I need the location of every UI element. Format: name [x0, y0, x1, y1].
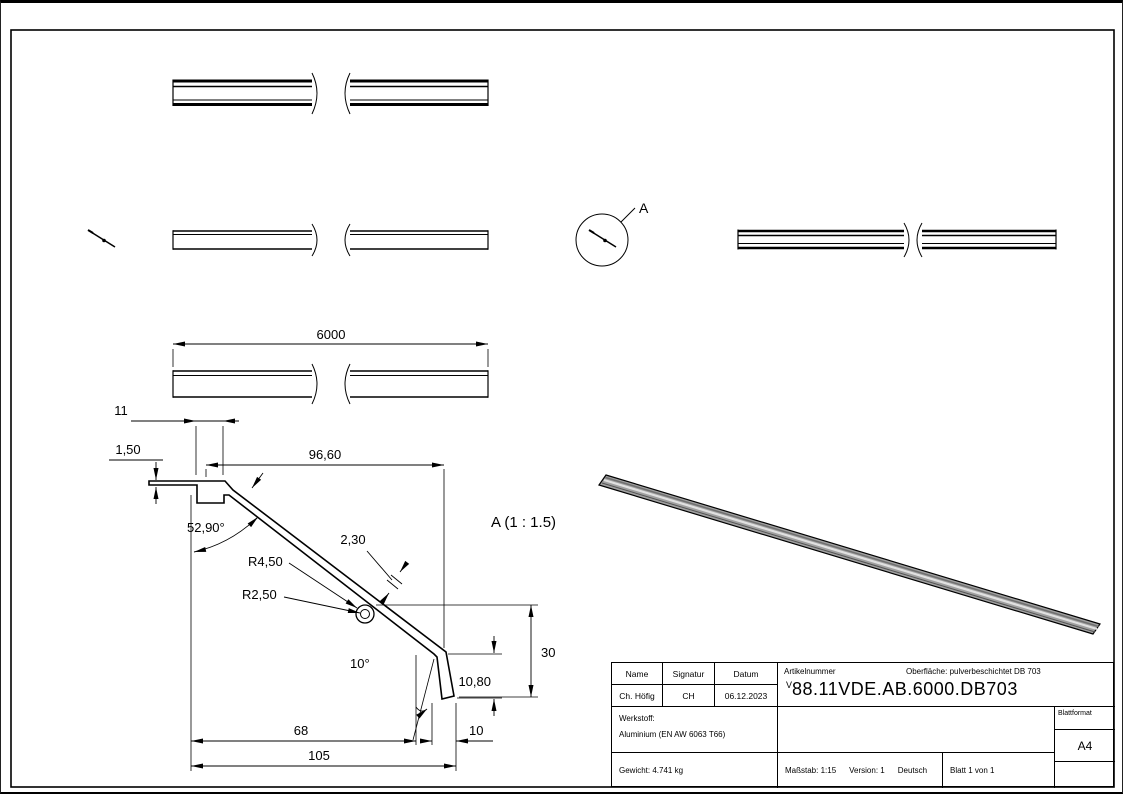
material-cell: Werkstoff: Aluminium (EN AW 6063 T66)	[612, 707, 778, 753]
extension-lines	[190, 426, 538, 771]
material-value: Aluminium (EN AW 6063 T66)	[619, 730, 726, 739]
sheet-format-value: A4	[1055, 730, 1115, 762]
article-number-label: Artikelnummer	[784, 667, 836, 676]
bulb-inner-circle	[360, 609, 370, 619]
dim-top-width: 96,60	[309, 447, 342, 462]
drawing-frame	[10, 29, 1115, 788]
dim-radius-inner: R2,50	[242, 587, 277, 602]
bulb-outer-circle	[355, 604, 375, 624]
profile-outline	[148, 480, 455, 700]
dim-hook-width: 11	[114, 403, 128, 418]
detail-view: 11 1,50 96,60 52,90° 2,30 R4,50 R	[109, 403, 556, 771]
header-name: Name	[612, 663, 663, 685]
dim-material-thickness: 2,30	[340, 532, 365, 547]
dim-length: 6000	[317, 327, 346, 342]
break-lines	[311, 363, 351, 405]
value-signature: CH	[663, 685, 715, 707]
break-lines	[903, 222, 923, 258]
weight-cell: Gewicht: 4.741 kg	[612, 753, 778, 788]
header-signature: Signatur	[663, 663, 715, 685]
bulb-dot	[603, 238, 607, 243]
section-profile-left	[87, 229, 116, 248]
detail-circle: A	[575, 200, 649, 267]
view-top	[172, 72, 489, 115]
detail-view-title: A (1 : 1.5)	[491, 514, 556, 531]
detail-circle-label: A	[639, 200, 649, 216]
part-number-prefix: V	[786, 680, 793, 690]
view-bottom: 6000	[172, 327, 489, 405]
article-number-cell: Artikelnummer Oberfläche: pulverbeschich…	[778, 663, 1115, 707]
sheet-number-cell: Blatt 1 von 1	[943, 753, 1055, 788]
dim-foot-angle: 10°	[350, 656, 370, 671]
iso-view	[598, 474, 1101, 635]
material-label: Werkstoff:	[619, 714, 655, 723]
empty-cell	[778, 707, 1055, 753]
break-lines	[311, 223, 351, 257]
dim-width-partial: 68	[294, 723, 308, 738]
scale-cell: Maßstab: 1:15 Version: 1 Deutsch	[778, 753, 943, 788]
view-front	[172, 223, 489, 257]
header-date: Datum	[715, 663, 778, 685]
part-number: V88.11VDE.AB.6000.DB703	[786, 679, 1018, 700]
dim-lip-thickness: 1,50	[115, 442, 140, 457]
surface-label: Oberfläche: pulverbeschichtet DB 703	[906, 667, 1041, 676]
dim-radius-outer: R4,50	[248, 554, 283, 569]
value-name: Ch. Höfig	[612, 685, 663, 707]
dim-foot-height: 10,80	[458, 674, 491, 689]
sheet-format-label: Blattformat	[1055, 707, 1115, 730]
title-block: Name Signatur Datum Artikelnummer Oberfl…	[611, 662, 1115, 788]
part-number-value: 88.11VDE.AB.6000.DB703	[792, 679, 1018, 699]
version-value: Version: 1	[849, 766, 885, 775]
break-lines	[311, 72, 351, 115]
dim-height: 30	[541, 645, 555, 660]
dim-width-total: 105	[308, 748, 330, 763]
drawing-canvas: A 6000	[10, 29, 1115, 788]
language-value: Deutsch	[897, 766, 928, 775]
scale-value: Maßstab: 1:15	[785, 766, 837, 775]
bulb-dot	[102, 238, 106, 243]
view-rear	[737, 222, 1057, 258]
dim-slope-angle: 52,90°	[187, 520, 225, 535]
dim-foot-width: 10	[469, 723, 483, 738]
value-date: 06.12.2023	[715, 685, 778, 707]
